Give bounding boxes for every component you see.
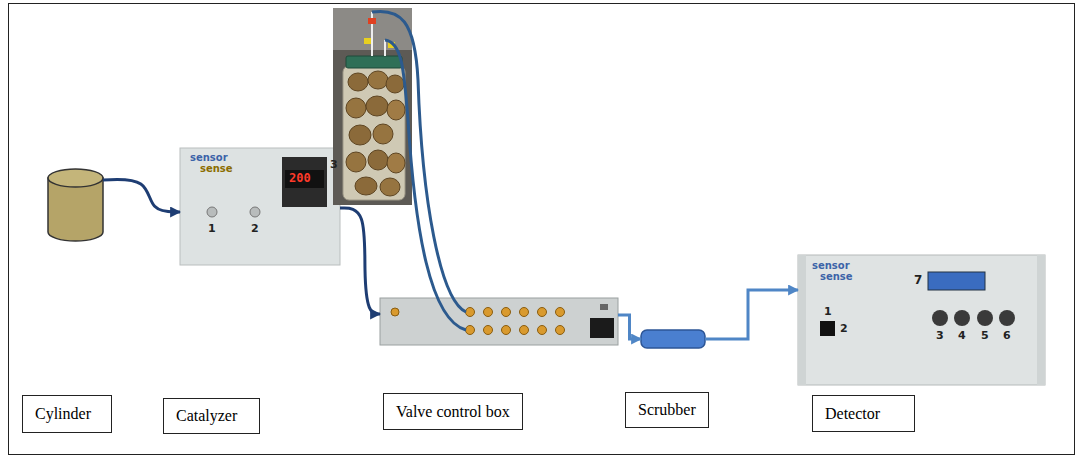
figure-frame [9,4,1075,455]
tube-line [372,11,466,312]
callout-number: 7 [914,274,922,287]
controller-screen [285,170,324,188]
detector-button [999,310,1015,326]
jar-lid [346,56,402,68]
valve-port [484,308,493,317]
callout-number: 3 [936,329,944,342]
kiwi-fruit [373,124,393,144]
kiwi-fruit [380,178,400,196]
callout-number: 2 [840,322,848,335]
callout-number: sense [200,162,233,175]
device-name-box: Detector [812,395,915,432]
flow-arrow [618,315,641,339]
valve-control-device [380,298,618,345]
device-node: Scrubber [641,330,705,348]
detector-button [932,310,948,326]
flow-arrow [705,290,798,339]
callout-number: 6 [1003,329,1011,342]
callout-number: 2 [251,222,259,235]
valve-port [502,308,511,317]
valve-port [556,308,565,317]
sample-jar-photo [333,8,412,205]
callout-number: 5 [981,329,989,342]
callout-number: sensor [812,259,850,272]
indicator [600,304,608,310]
kiwi-fruit [386,75,404,93]
device-node: Valve control box [380,298,618,345]
kiwi-fruit [346,98,366,118]
detector-switch [820,321,835,336]
device-name-box: Valve control box [383,393,523,430]
callout-number: 3 [330,158,338,171]
photo-background [333,8,412,205]
controller-housing [282,157,327,207]
tube-tag [368,18,376,24]
kiwi-fruit [387,153,405,173]
detector-button [954,310,970,326]
callout-number: sense [820,270,853,283]
kiwi-fruit [348,73,368,91]
detector-device [798,255,1045,385]
gas-port [250,207,260,217]
sample-tube [384,40,386,56]
cylinder-icon [48,169,103,241]
valve-port [466,308,475,317]
device-name-box: Catalyzer [163,398,260,434]
callout-number: sensor [190,151,228,164]
device-name-box: Cylinder [22,395,112,433]
detector-panel [798,255,1045,385]
valve-port [502,326,511,335]
kiwi-fruit [366,96,388,116]
cylinder-top [48,169,103,187]
kiwi-fruit [346,152,366,172]
valve-port [391,308,399,316]
kiwi-fruit [368,71,388,89]
valve-port [538,308,547,317]
kiwi-fruit [368,150,388,170]
kiwi-fruit [387,100,405,120]
rack-ear [798,255,806,385]
flow-arrow [103,179,180,212]
valve-panel [380,298,618,345]
device-name-box: Scrubber [625,392,709,428]
valve-port [484,326,493,335]
catalyzer-panel [180,148,340,265]
catalyzer-device [180,148,340,265]
valve-port [466,326,475,335]
tube-line [385,40,466,330]
valve-port-rows [466,308,565,335]
tube-tag [364,38,371,44]
valve-port [556,326,565,335]
device-node: Cylinder [48,168,103,243]
valve-port [520,326,529,335]
glass-jar [343,66,405,200]
callout-number: 1 [824,305,832,318]
detector-button [977,310,993,326]
flow-arrow [340,208,380,314]
sample-tubing [372,11,466,330]
callout-number: 1 [208,222,216,235]
kiwi-fruit [355,177,377,195]
power-switch [590,318,614,338]
valve-port [520,308,529,317]
detector-display [928,272,985,290]
scrubber-canister [641,330,705,348]
callout-number: 4 [958,329,966,342]
callout-number: 200 [289,172,311,185]
valve-port [538,326,547,335]
rack-ear [1037,255,1045,385]
gas-port [207,207,217,217]
kiwi-fruit [349,125,371,145]
